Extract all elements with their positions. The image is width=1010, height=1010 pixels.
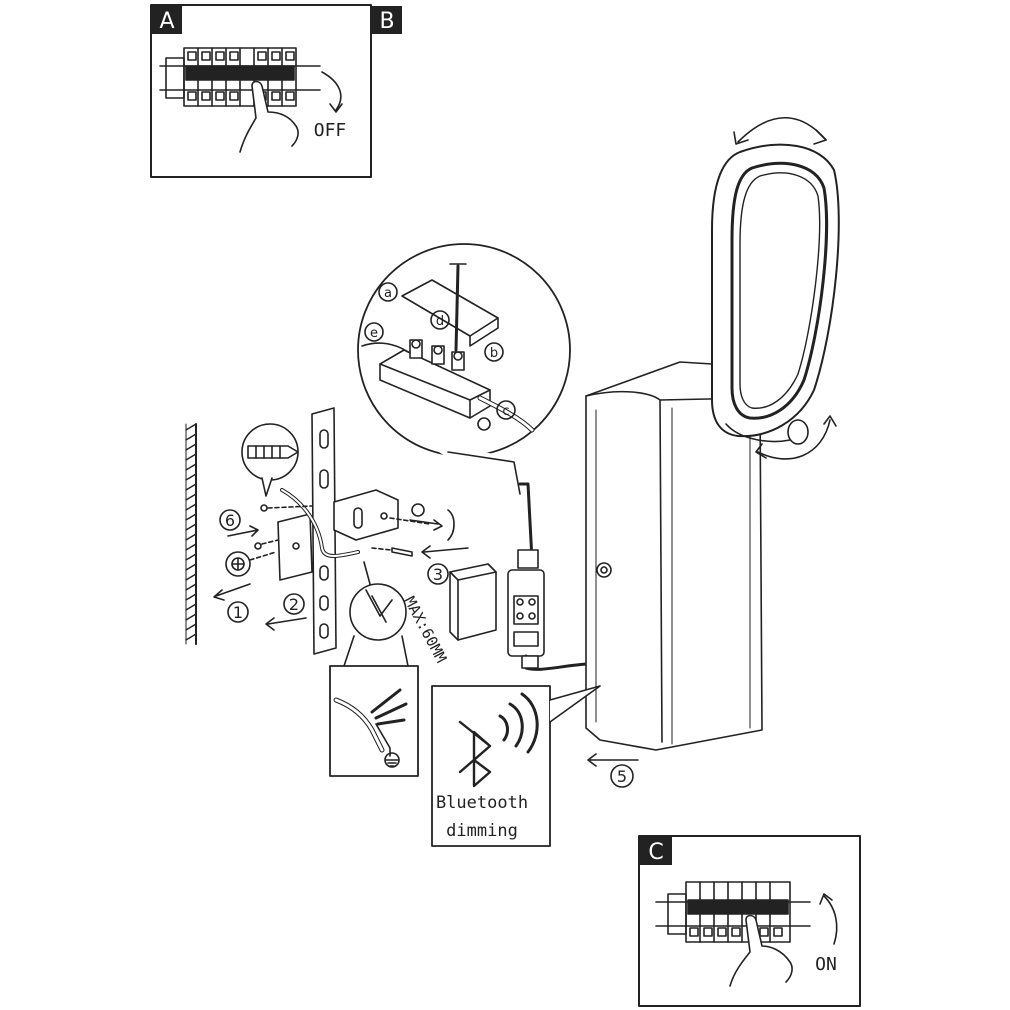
step-5: 5 xyxy=(617,767,627,786)
bluetooth-label-line2: dimming xyxy=(446,821,518,841)
panel-letter-c: C xyxy=(648,840,663,865)
bluetooth-label-line1: Bluetooth xyxy=(436,793,528,813)
rotate-arrow-icon xyxy=(823,895,838,945)
direction-arrows xyxy=(213,525,639,767)
sub-label-c: c xyxy=(502,404,509,419)
breaker-bank xyxy=(183,47,297,107)
max-length-note: MAX:60MM xyxy=(400,593,450,665)
sub-label-b: b xyxy=(490,346,498,361)
step-2: 2 xyxy=(289,595,299,614)
mounting-bracket xyxy=(277,407,399,655)
panel-letter-box xyxy=(152,6,182,34)
panel-letter-b: B xyxy=(379,9,394,34)
sub-label-e: e xyxy=(370,326,378,341)
rotate-arrow-icon xyxy=(737,117,827,143)
connector-box xyxy=(507,482,588,671)
step-6: 6 xyxy=(225,511,235,530)
sub-label-d: d xyxy=(436,314,444,329)
bluetooth-callout: Bluetooth dimming xyxy=(431,685,601,847)
screws xyxy=(225,503,455,577)
terminal-magnifier: a b c d e xyxy=(357,243,571,500)
rotate-arrow-icon xyxy=(321,71,342,111)
panel-switch-off: A B OFF xyxy=(150,4,402,178)
switch-off-label: OFF xyxy=(314,120,347,141)
lamp-head xyxy=(711,117,840,460)
panel-letter-box-c xyxy=(640,837,672,865)
breaker-bank-on xyxy=(685,881,791,943)
wall-hatch xyxy=(185,423,197,645)
step-3: 3 xyxy=(433,565,443,584)
hand-icon xyxy=(729,914,793,987)
switch-on-label: ON xyxy=(815,954,837,975)
luminaire-body xyxy=(585,361,763,751)
end-cap xyxy=(449,563,497,641)
sub-label-a: a xyxy=(384,286,392,301)
step-1: 1 xyxy=(233,603,243,622)
panel-letter-box-b xyxy=(372,6,402,34)
dowel-callout xyxy=(241,423,299,497)
bluetooth-icon xyxy=(458,720,492,788)
panel-letter-a: A xyxy=(159,9,174,34)
rotate-arrow-icon xyxy=(757,419,831,460)
cable-detail xyxy=(329,665,419,777)
hand-icon xyxy=(239,80,299,153)
panel-switch-on: C ON xyxy=(638,835,861,1007)
